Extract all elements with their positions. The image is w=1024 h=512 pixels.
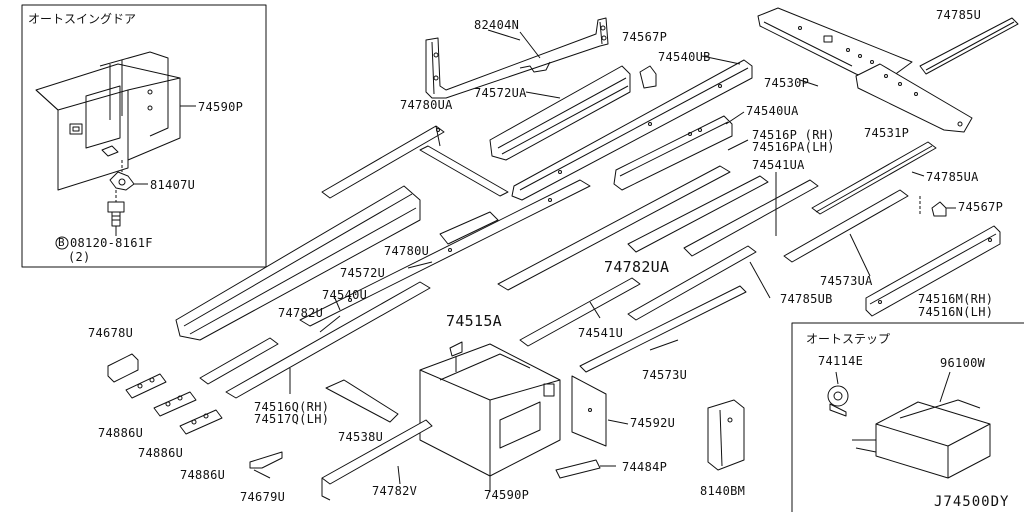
part-74567P-top [639, 65, 657, 89]
label-74678U: 74678U [88, 326, 134, 340]
label-8140BM: 8140BM [700, 484, 746, 498]
label-74531P: 74531P [864, 126, 910, 140]
part-74538U-bracket [325, 379, 399, 423]
label-74886U-b: 74886U [138, 446, 184, 460]
label-74541UA: 74541UA [752, 158, 805, 172]
part-74540U-rail [199, 281, 431, 399]
part-74886U-bracket-a [125, 373, 167, 399]
part-74590P-main-box [419, 341, 561, 492]
label-74540U: 74540U [322, 288, 368, 302]
part-74590P-swing-box [35, 51, 196, 191]
label-74541U: 74541U [578, 326, 624, 340]
part-74540UB-rail [511, 59, 753, 201]
label-74540UA: 74540UA [746, 104, 799, 118]
part-82404N-bracket [425, 17, 609, 99]
diagram-code: J74500DY [934, 494, 1010, 510]
part-74114E-sensor [827, 385, 849, 417]
part-74531P-plate [855, 63, 973, 133]
label-74540UB: 74540UB [658, 50, 711, 64]
part-74785UA-strip [811, 141, 937, 215]
label-74785UB: 74785UB [780, 292, 833, 306]
label-74573UA: 74573UA [820, 274, 873, 288]
label-74886U-c: 74886U [180, 468, 226, 482]
label-74782V: 74782V [372, 484, 418, 498]
label-74538U: 74538U [338, 430, 384, 444]
part-8140BM-bracket [707, 399, 745, 471]
label-74516N-LH: 74516N(LH) [918, 305, 994, 319]
label-74572UA: 74572UA [474, 86, 527, 100]
inset-title-auto-step: オートステップ [806, 332, 891, 346]
part-96100W-step-unit [852, 399, 991, 479]
bolt-marker-letter: B [58, 236, 65, 249]
label-74592U: 74592U [630, 416, 676, 430]
label-74785UA: 74785UA [926, 170, 979, 184]
label-74567P-side: 74567P [958, 200, 1004, 214]
label-74572U: 74572U [340, 266, 386, 280]
label-74114E: 74114E [818, 354, 864, 368]
label-74780U: 74780U [384, 244, 430, 258]
part-74572UA-channel [489, 65, 631, 161]
part-74516M-bracket [865, 225, 1001, 317]
part-74780UA-frame [321, 125, 509, 199]
label-74573U: 74573U [642, 368, 688, 382]
part-81407U-clip [109, 160, 148, 191]
part-74540UA-bracket [613, 115, 733, 191]
part-74886U-bracket-c [179, 409, 223, 435]
label-74567P-top: 74567P [622, 30, 668, 44]
part-74782V-strip [321, 419, 433, 501]
label-74886U-a: 74886U [98, 426, 144, 440]
part-74780U-bracket [439, 211, 499, 245]
part-74567P-side [919, 196, 956, 217]
inset-box-auto-swing-door [21, 4, 267, 268]
part-74785UB-strip [627, 245, 771, 321]
label-74780UA: 74780UA [400, 98, 453, 112]
label-74590P-swing: 74590P [198, 100, 244, 114]
part-74679U-bracket [249, 451, 283, 469]
label-74516P-RH: 74516P (RH) [752, 128, 835, 142]
label-74785U: 74785U [936, 8, 982, 22]
label-81407U: 81407U [150, 178, 196, 192]
part-74782UA-rail [299, 179, 591, 327]
label-74530P: 74530P [764, 76, 810, 90]
label-08120-qty: (2) [68, 250, 91, 264]
part-74541U-rail [519, 277, 641, 347]
part-74678U-bracket [107, 353, 139, 383]
label-82404N: 82404N [474, 18, 520, 32]
inset-box-auto-step [791, 322, 1024, 512]
label-74590P-main: 74590P [484, 488, 530, 502]
label-74516Q-RH: 74516Q(RH) [254, 400, 330, 414]
part-74573U-strip [579, 285, 747, 373]
label-74782U: 74782U [278, 306, 324, 320]
part-74484P-pad [555, 459, 601, 479]
label-74516M-RH: 74516M(RH) [918, 292, 994, 306]
label-74516PA-LH: 74516PA(LH) [752, 140, 835, 154]
label-74679U: 74679U [240, 490, 286, 504]
label-74517Q-LH: 74517Q(LH) [254, 412, 330, 426]
part-74886U-bracket-b [153, 391, 197, 417]
label-08120-8161F: 08120-8161F [70, 236, 153, 250]
inset-title-auto-swing-door: オートスイングドア [28, 12, 137, 26]
part-74572U-channel [175, 185, 421, 341]
label-74484P: 74484P [622, 460, 668, 474]
bolt-marker-circle [55, 236, 69, 250]
label-96100W: 96100W [940, 356, 986, 370]
part-74785U-strip [919, 17, 1019, 75]
label-74782UA: 74782UA [604, 258, 670, 276]
leader-lines [253, 29, 951, 485]
part-74541UA-rail [497, 165, 819, 291]
part-74592U-plate [571, 375, 607, 447]
part-74573UA-strip [783, 189, 909, 263]
label-74515A: 74515A [446, 312, 502, 330]
part-08120-bolt [55, 190, 125, 250]
